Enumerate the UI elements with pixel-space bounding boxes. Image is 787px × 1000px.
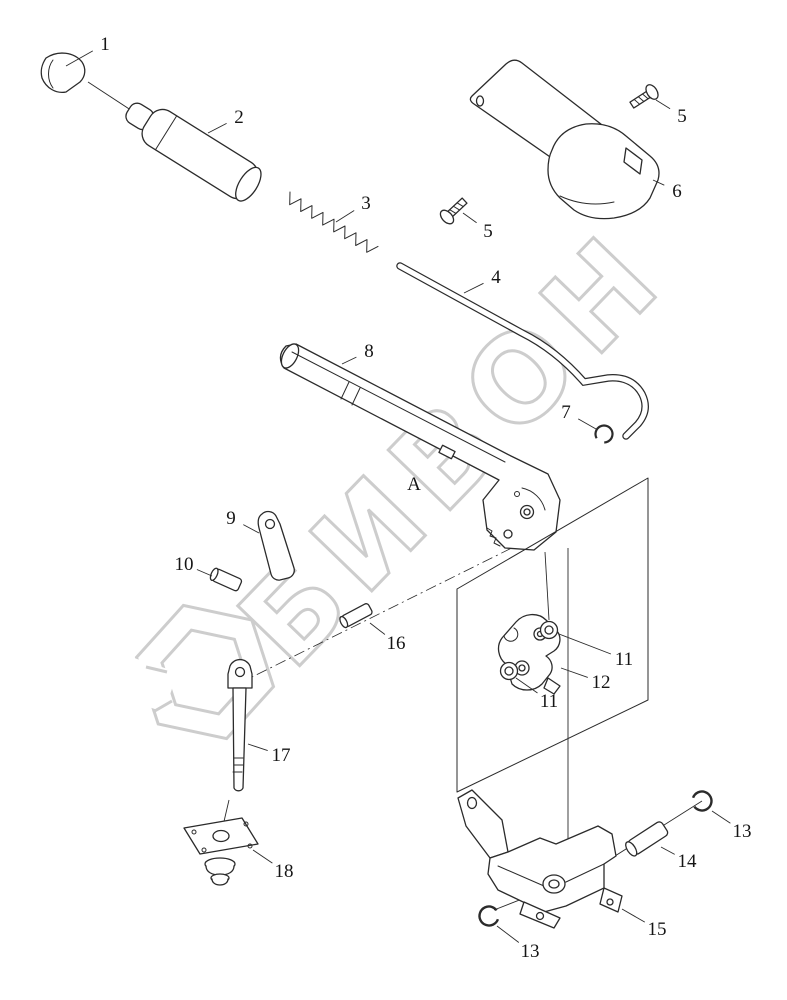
part-5-screw-lower: [439, 197, 468, 225]
part-label-8: 8: [364, 341, 374, 362]
part-9-pawl: [257, 510, 295, 581]
label-leader-line: [252, 849, 273, 864]
part-14-pivot-pin: [625, 821, 669, 857]
part-label-11: 11: [540, 691, 558, 712]
part-label-5: 5: [483, 221, 493, 242]
part-8-lever-arm: [279, 343, 561, 551]
label-leader-line: [515, 677, 538, 694]
label-leader-line: [652, 179, 665, 186]
part-16-pin: [339, 603, 373, 629]
label-leader-line: [660, 846, 675, 855]
label-leader-line: [247, 743, 268, 752]
part-17-link-rod: [227, 658, 253, 792]
part-label-10: 10: [175, 554, 194, 575]
label-leader-line: [558, 633, 612, 655]
part-label-2: 2: [234, 107, 244, 128]
part-label-16: 16: [387, 633, 406, 654]
part-label-9: 9: [226, 508, 236, 529]
label-leader-line: [335, 210, 355, 223]
part-4-pull-rod: [396, 262, 649, 440]
part-label-18: 18: [275, 861, 294, 882]
label-leader-line: [462, 212, 477, 224]
label-leader-line: [655, 99, 671, 110]
part-label-13: 13: [521, 941, 540, 962]
part-11-washer-lower: [499, 661, 519, 681]
label-leader-line: [496, 925, 520, 943]
label-leader-line: [369, 622, 386, 635]
part-18-grommet-plate: [183, 817, 259, 886]
label-leader-line: [65, 50, 94, 67]
part-10-pin: [209, 567, 243, 592]
label-leader-line: [560, 667, 588, 678]
part-11-washer-upper: [539, 620, 559, 640]
part-13-snap-ring-right: [691, 790, 713, 812]
part-label-14: 14: [678, 851, 698, 872]
part-2-grip: [125, 102, 262, 202]
part-label-3: 3: [361, 193, 371, 214]
centerline-pivot-axis: [237, 526, 555, 685]
part-15-mounting-bracket: [457, 789, 623, 929]
part-label-7: 7: [561, 402, 571, 423]
part-5-screw-upper: [629, 84, 659, 109]
part-3-spring: [289, 191, 379, 253]
part-7-snap-ring: [594, 424, 614, 444]
part-13-snap-ring-bottom: [478, 905, 500, 927]
label-leader-line: [243, 524, 260, 534]
label-leader-line: [196, 569, 213, 577]
part-label-5: 5: [677, 106, 687, 127]
part-label-13: 13: [733, 821, 752, 842]
label-leader-line: [711, 810, 731, 824]
part-label-A: A: [407, 474, 421, 495]
part-label-1: 1: [100, 34, 110, 55]
part-label-11: 11: [615, 649, 633, 670]
part-label-15: 15: [648, 919, 667, 940]
part-label-12: 12: [592, 672, 611, 693]
label-leader-line: [463, 282, 484, 294]
part-label-4: 4: [491, 267, 501, 288]
part-6-cover: [469, 59, 660, 220]
part-1-knob-cap: [40, 52, 86, 94]
axis-lever-to-washer: [544, 551, 550, 621]
label-leader-line: [577, 418, 597, 430]
part-label-6: 6: [672, 181, 682, 202]
label-leader-line: [207, 123, 227, 134]
hexagon-c-logo: [120, 603, 276, 741]
part-label-17: 17: [272, 745, 291, 766]
label-leader-line: [621, 908, 646, 923]
label-leader-line: [341, 356, 357, 365]
inset-detail-panel: [456, 477, 649, 793]
watermark-layer: БИВОН: [120, 201, 694, 741]
